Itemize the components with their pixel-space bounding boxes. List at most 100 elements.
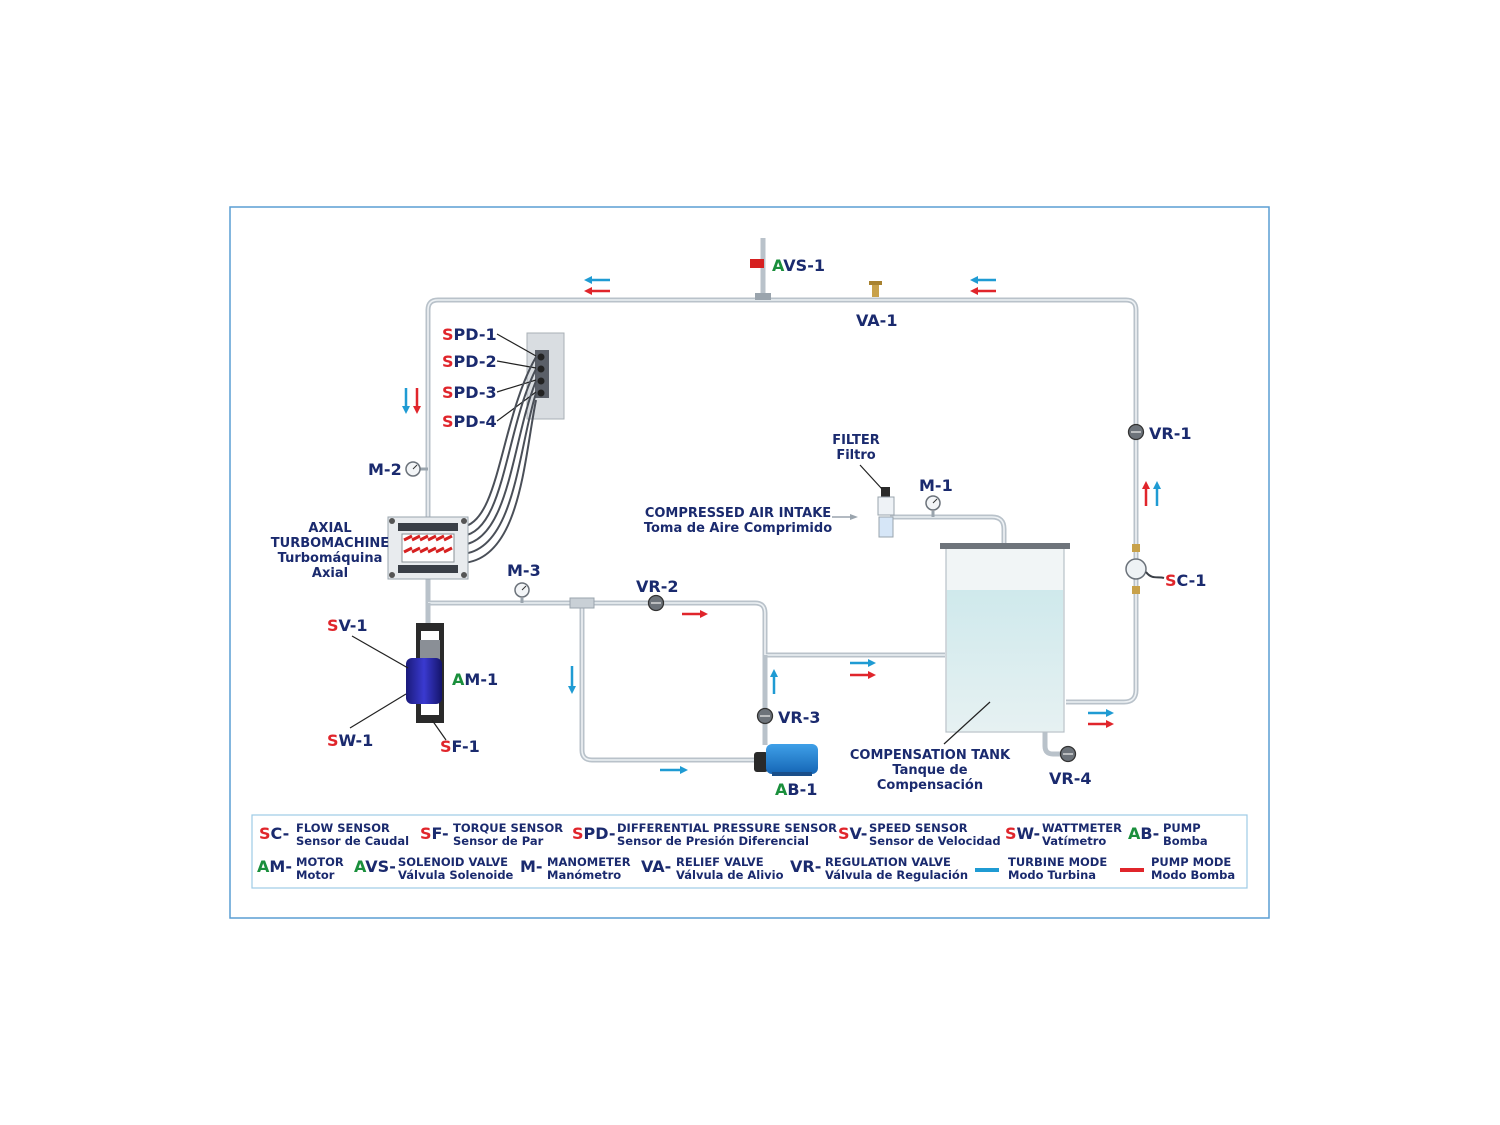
label-m1: M-1 [919,476,953,495]
svg-text:VA-: VA- [641,857,671,876]
legend-item-wattmeter: SW- WATTMETER Vatímetro [1005,821,1122,848]
legend: SC- FLOW SENSOR Sensor de Caudal SF- TOR… [251,814,1248,889]
svg-text:SV-: SV- [838,824,867,843]
svg-text:Modo Bomba: Modo Bomba [1151,868,1235,882]
svg-text:Válvula de Regulación: Válvula de Regulación [825,868,968,882]
label-turbo-l3: Turbomáquina [278,551,383,566]
label-m3: M-3 [507,561,541,580]
svg-text:SC-: SC- [259,824,289,843]
label-turbo-l4: Axial [312,566,348,581]
legend-item-speed-sensor: SV- SPEED SENSOR Sensor de Velocidad [838,821,1001,848]
arrow-top-left-turbine [584,276,610,284]
legend-box [251,814,1248,889]
arrow-top-right-turbine [970,276,996,284]
regulation-valve-icon [1127,423,1145,441]
label-vr3: VR-3 [778,708,820,727]
svg-text:Válvula de Alivio: Válvula de Alivio [676,868,784,882]
svg-text:RELIEF VALVE: RELIEF VALVE [676,855,764,869]
label-turbo-l2: TURBOMACHINE [271,536,389,551]
legend-item-manometer: M- MANOMETER Manómetro [520,855,631,882]
svg-text:MANOMETER: MANOMETER [547,855,631,869]
label-filter-es: Filtro [836,448,875,463]
motor-icon [406,623,444,723]
label-va1: VA-1 [856,311,897,330]
arrow-left-down-pump [413,388,421,414]
label-vr1: VR-1 [1149,424,1191,443]
manometer-icon [405,461,428,477]
label-spd2: SPD-2 [442,352,497,371]
label-tank-l1: COMPENSATION TANK [850,748,1011,763]
svg-text:SW-: SW- [1005,824,1040,843]
arrow-bypass-down [568,666,576,694]
arrow-tank-out-turbine [1088,709,1114,717]
svg-text:Válvula Solenoide: Válvula Solenoide [398,868,514,882]
svg-text:PUMP MODE: PUMP MODE [1151,855,1231,869]
arrow-top-right-pump [970,287,996,295]
legend-item-flow-sensor: SC- FLOW SENSOR Sensor de Caudal [259,821,409,848]
sensor-wires [461,356,537,564]
legend-item-torque-sensor: SF- TORQUE SENSOR Sensor de Par [420,821,563,848]
svg-text:SF-: SF- [420,824,449,843]
manometer-icon [925,495,941,517]
label-spd3: SPD-3 [442,383,497,402]
filter-leader [859,464,883,490]
svg-text:Sensor de Par: Sensor de Par [453,834,544,848]
label-spd1: SPD-1 [442,325,497,344]
legend-item-regulation-valve: VR- REGULATION VALVE Válvula de Regulaci… [790,855,968,882]
label-m2: M-2 [368,460,402,479]
arrow-tank-in-pump [850,671,876,679]
svg-text:TORQUE SENSOR: TORQUE SENSOR [453,821,563,835]
svg-text:Sensor de Caudal: Sensor de Caudal [296,834,409,848]
svg-text:SPEED SENSOR: SPEED SENSOR [869,821,968,835]
label-air-intake-es: Toma de Aire Comprimido [644,521,832,536]
svg-text:AB-: AB- [1128,824,1159,843]
svg-text:VR-: VR- [790,857,821,876]
svg-text:SOLENOID VALVE: SOLENOID VALVE [398,855,508,869]
svg-text:Bomba: Bomba [1163,834,1208,848]
manometer-icon [514,582,530,603]
svg-text:AVS-: AVS- [354,857,396,876]
svg-text:SPD-: SPD- [572,824,615,843]
arrow-right-up-turbine [1153,481,1161,506]
label-am1: AM-1 [452,670,498,689]
svg-text:PUMP: PUMP [1163,821,1201,835]
axial-turbomachine-icon [387,516,469,580]
tank-leader [943,701,991,745]
compensation-tank [940,543,1070,733]
flow-sensor-icon [1125,544,1165,594]
svg-text:Vatímetro: Vatímetro [1042,834,1106,848]
turbine-mode-swatch [975,868,999,872]
diagram-frame [229,206,1270,919]
svg-text:Modo Turbina: Modo Turbina [1008,868,1096,882]
arrow-tank-out-pump [1088,720,1114,728]
arrow-right-up-pump [1142,481,1150,506]
label-sc1: SC-1 [1165,571,1206,590]
pump-icon [754,744,818,776]
svg-text:Motor: Motor [296,868,335,882]
arrow-vr3-up [770,669,778,694]
label-turbo-l1: AXIAL [308,521,351,536]
svg-text:WATTMETER: WATTMETER [1042,821,1122,835]
arrow-left-down-turbine [402,388,410,414]
svg-text:Sensor de Presión Diferencial: Sensor de Presión Diferencial [617,834,809,848]
label-tank-l2: Tanque de [892,763,967,778]
pump-mode-swatch [1120,868,1144,872]
solenoid-valve-icon [750,259,771,300]
label-sf1: SF-1 [440,737,480,756]
flow-arrows [402,276,1161,774]
arrow-vr2-pump [682,610,708,618]
arrow-air-intake [832,514,858,520]
label-spd4: SPD-4 [442,412,497,431]
arrow-pump-inlet [660,766,688,774]
pipework [425,238,1139,763]
label-sw1: SW-1 [327,731,373,750]
svg-text:M-: M- [520,857,543,876]
legend-item-turbine-mode: TURBINE MODE Modo Turbina [975,855,1107,882]
relief-valve-icon [869,281,882,297]
legend-item-motor: AM- MOTOR Motor [257,855,344,882]
label-tank-l3: Compensación [877,778,983,793]
svg-text:Sensor de Velocidad: Sensor de Velocidad [869,834,1001,848]
arrow-tank-in-turbine [850,659,876,667]
legend-item-pump: AB- PUMP Bomba [1128,821,1208,848]
